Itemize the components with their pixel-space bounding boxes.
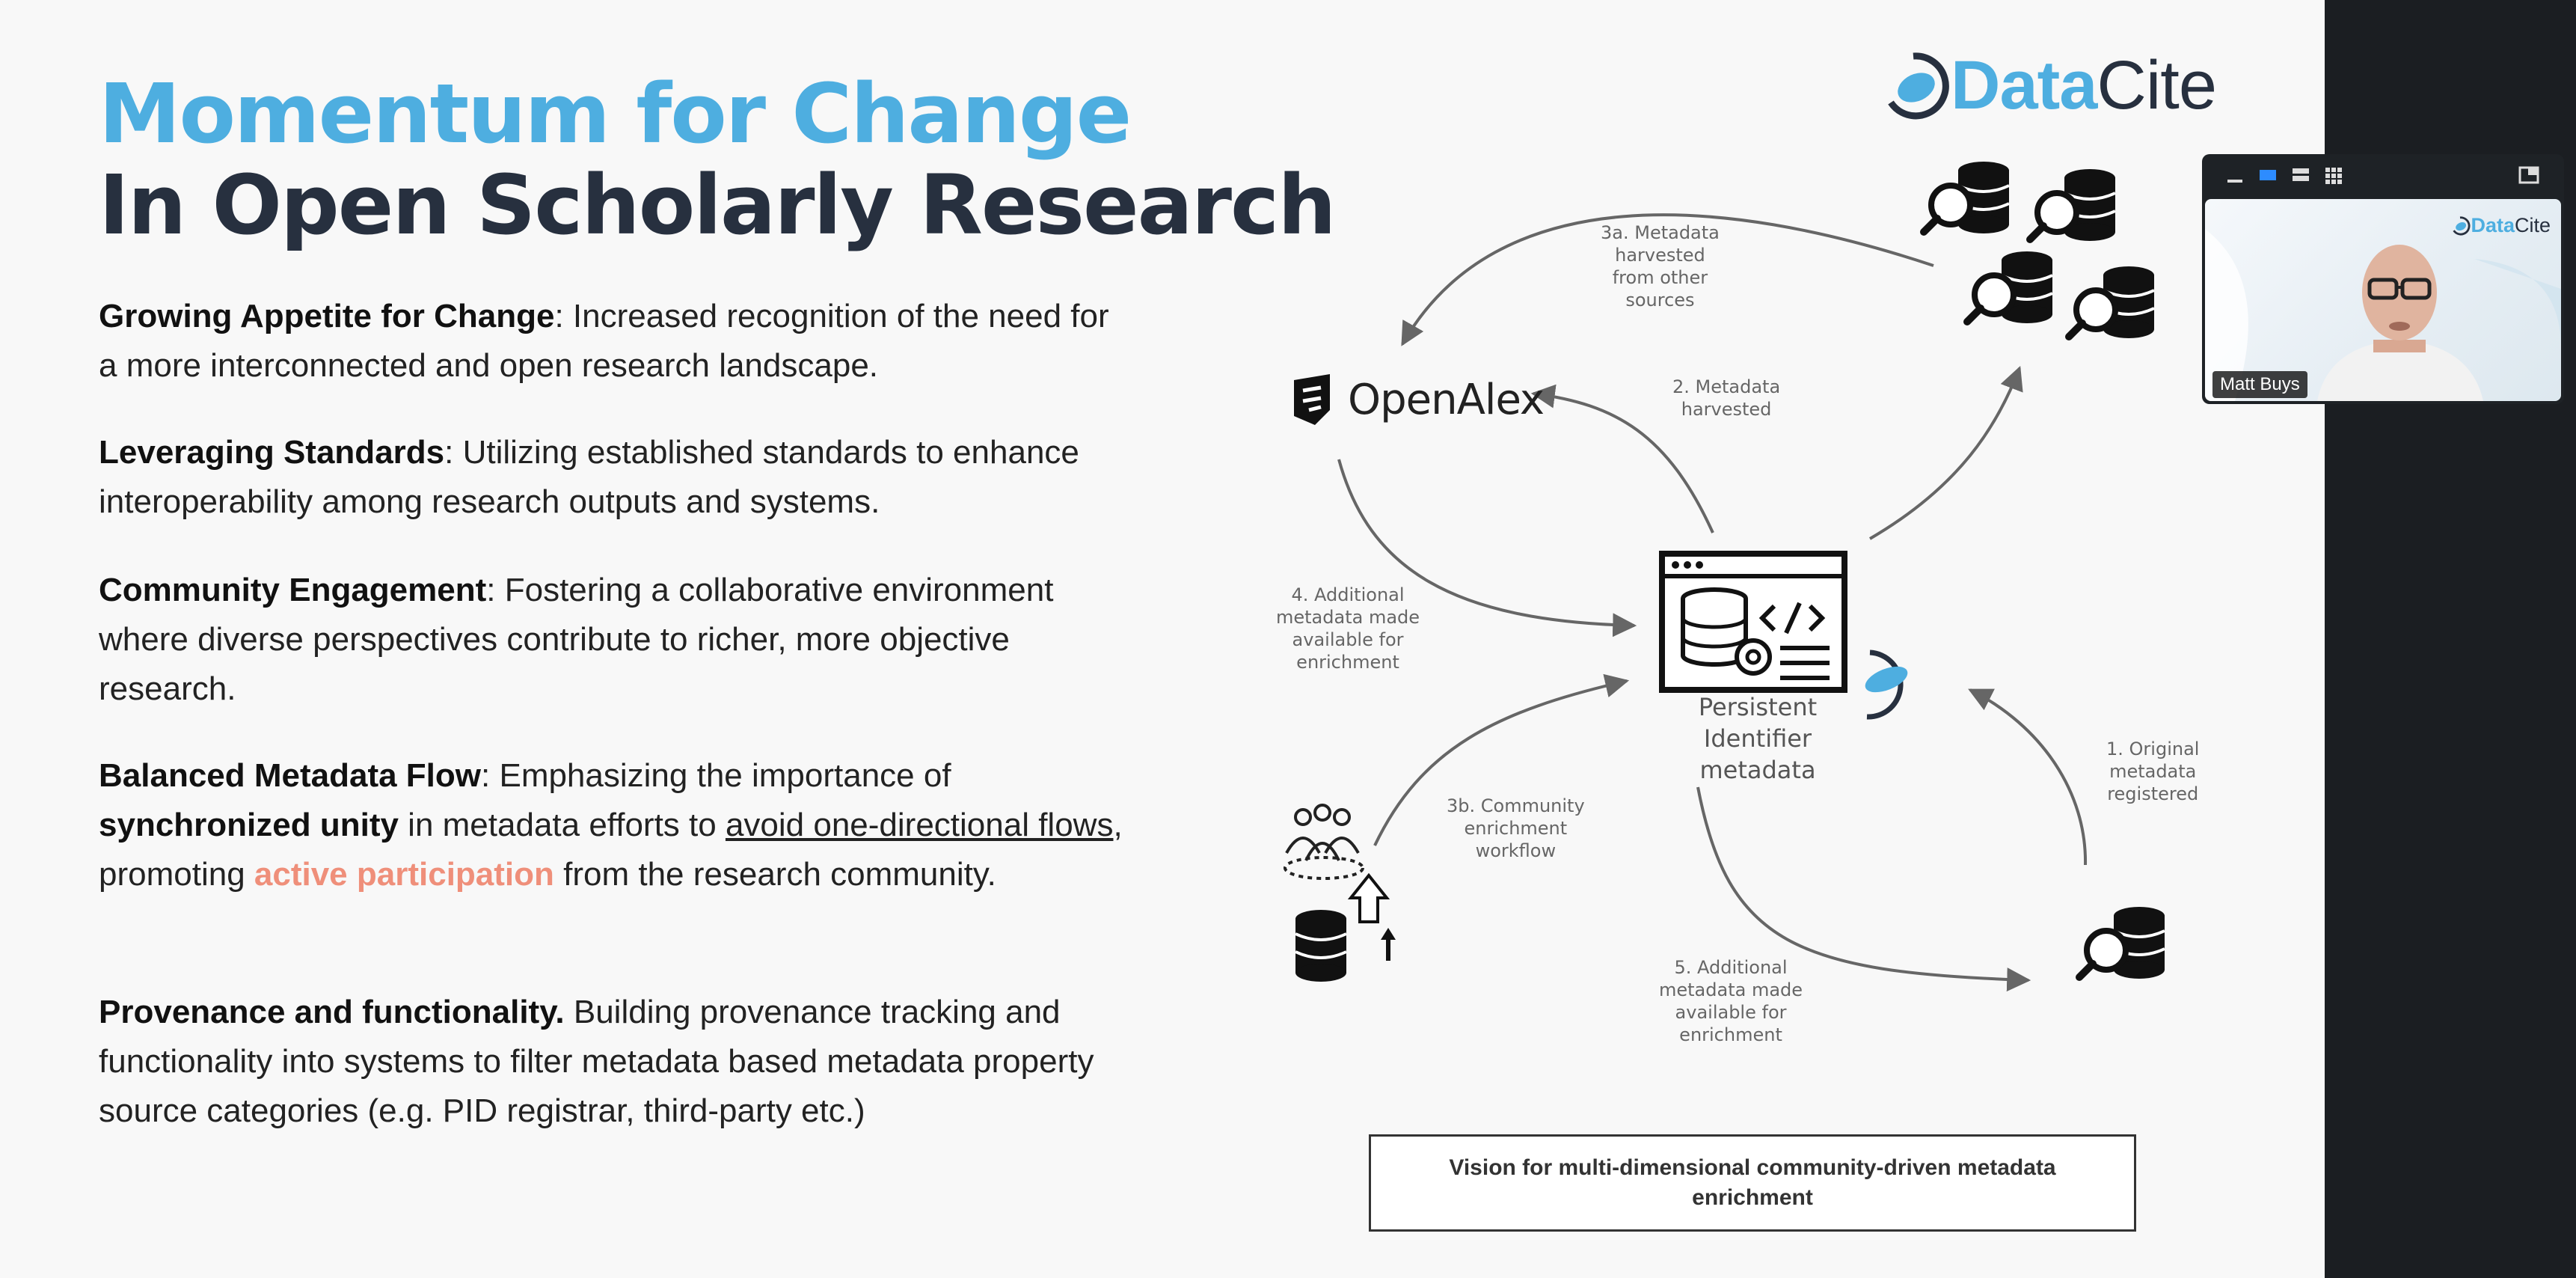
openalex-icon xyxy=(1294,374,1330,425)
label-line: available for xyxy=(1292,629,1404,650)
arrow-5 xyxy=(1696,786,2031,992)
datacite-logo: DataCite xyxy=(1876,46,2217,125)
speaker-view-icon[interactable] xyxy=(2257,165,2278,186)
point-heading: Provenance and functionality. xyxy=(99,994,565,1030)
point-growing-appetite: Growing Appetite for Change: Increased r… xyxy=(99,292,1123,391)
label-line: metadata made xyxy=(1659,979,1803,1000)
video-toolbar xyxy=(2202,154,2564,196)
diagram-caption: Vision for multi-dimensional community-d… xyxy=(1369,1134,2136,1232)
label-line: enrichment xyxy=(1679,1024,1782,1045)
point-text: : Utilizing established standards to enh… xyxy=(99,434,1079,520)
database-search-icon xyxy=(2079,907,2165,979)
arrow-3a xyxy=(1401,213,1934,346)
point-provenance: Provenance and functionality. Building p… xyxy=(99,988,1123,1136)
point-text: : Fostering a collaborative environment … xyxy=(99,572,1054,707)
label-line: harvested xyxy=(1681,399,1772,420)
datacite-small-swoosh-icon xyxy=(1865,649,1908,720)
label-3a: 3a. Metadata harvested from other source… xyxy=(1601,221,1720,311)
point-text: : Increased recognition of the need for … xyxy=(99,298,1109,384)
arrow-4 xyxy=(1337,459,1637,638)
point-bold-phrase: synchronized unity xyxy=(99,807,399,843)
label-line: sources xyxy=(1625,290,1695,311)
slide-title-line-1: Momentum for Change xyxy=(99,66,1132,162)
label-line: 4. Additional xyxy=(1291,584,1405,605)
label-1: 1. Original metadata registered xyxy=(2106,738,2199,805)
point-heading: Growing Appetite for Change xyxy=(99,298,555,334)
logo-cite-text: Cite xyxy=(2097,47,2217,123)
slide-title-line-2: In Open Scholarly Research xyxy=(99,157,1337,253)
point-community-engagement: Community Engagement: Fostering a collab… xyxy=(99,566,1123,714)
label-3b: 3b. Community enrichment workflow xyxy=(1447,795,1585,862)
openalex-label: OpenAlex xyxy=(1348,375,1545,424)
datacite-swoosh-icon xyxy=(2453,215,2471,236)
pid-label-line: Identifier xyxy=(1703,724,1812,753)
openalex-logo: OpenAlex xyxy=(1288,371,1545,428)
presentation-slide: Momentum for Change In Open Scholarly Re… xyxy=(0,0,2325,1278)
label-2: 2. Metadata harvested xyxy=(1672,376,1780,421)
camera-logo-cite: Cite xyxy=(2514,214,2551,236)
point-text: , promoting xyxy=(99,807,1123,893)
point-balanced-metadata: Balanced Metadata Flow: Emphasizing the … xyxy=(99,751,1123,899)
exit-fullscreen-icon[interactable] xyxy=(2518,165,2540,186)
label-line: available for xyxy=(1675,1002,1787,1023)
community-icon xyxy=(1284,804,1364,880)
enrichment-diagram xyxy=(1284,0,2325,992)
label-line: 1. Original xyxy=(2106,739,2200,759)
pid-label-line: Persistent xyxy=(1698,693,1818,721)
database-icon xyxy=(1294,908,1348,983)
arrow-pid-to-databases xyxy=(1868,366,2023,540)
datacite-swoosh-icon xyxy=(1888,52,1949,119)
label-line: metadata xyxy=(2109,761,2197,782)
point-text: from the research community. xyxy=(553,856,996,893)
label-line: 2. Metadata xyxy=(1672,376,1781,397)
participant-name: Matt Buys xyxy=(2212,371,2307,398)
pid-label-line: metadata xyxy=(1699,756,1816,784)
label-line: enrichment xyxy=(1464,818,1568,839)
point-leveraging-standards: Leveraging Standards: Utilizing establis… xyxy=(99,428,1123,527)
upload-arrows-icon xyxy=(1347,872,1396,961)
point-text: in metadata efforts to xyxy=(398,807,726,843)
label-line: registered xyxy=(2107,783,2199,804)
minimize-icon[interactable] xyxy=(2224,165,2245,186)
point-heading: Community Engagement xyxy=(99,572,487,608)
strip-view-icon[interactable] xyxy=(2290,165,2311,186)
label-4: 4. Additional metadata made available fo… xyxy=(1276,584,1420,673)
arrow-3b xyxy=(1373,673,1630,846)
point-heading: Leveraging Standards xyxy=(99,434,445,471)
camera-logo-data: Data xyxy=(2471,214,2515,236)
label-line: from other xyxy=(1612,267,1708,288)
point-underlined-phrase: avoid one-directional flows xyxy=(725,807,1114,843)
label-line: harvested xyxy=(1615,245,1705,266)
arrow-2 xyxy=(1530,384,1714,533)
label-line: workflow xyxy=(1475,840,1557,861)
logo-data-text: Data xyxy=(1951,47,2097,123)
gallery-view-icon[interactable] xyxy=(2323,165,2344,186)
point-text: : Emphasizing the importance of xyxy=(481,757,951,794)
database-cluster-icon xyxy=(1924,162,2154,338)
pid-metadata-icon xyxy=(1659,551,1847,693)
participant-video xyxy=(2205,229,2561,401)
label-line: 3b. Community xyxy=(1447,795,1585,816)
point-highlight-phrase: active participation xyxy=(254,856,554,893)
arrow-1 xyxy=(1968,688,2088,866)
label-line: 5. Additional xyxy=(1674,957,1788,978)
point-text: Building provenance tracking and functio… xyxy=(99,994,1094,1129)
label-line: metadata made xyxy=(1276,607,1420,628)
label-line: enrichment xyxy=(1296,652,1399,673)
pid-label: Persistent Identifier metadata xyxy=(1646,691,1870,786)
label-line: 3a. Metadata xyxy=(1601,222,1720,243)
point-heading: Balanced Metadata Flow xyxy=(99,757,482,794)
label-5: 5. Additional metadata made available fo… xyxy=(1659,956,1803,1046)
